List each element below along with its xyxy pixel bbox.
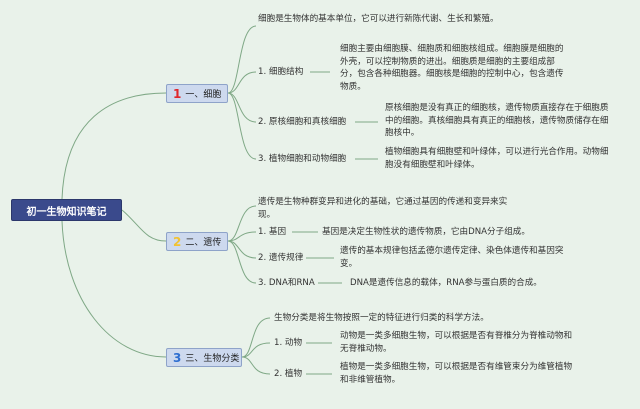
item-text: DNA是遗传信息的载体，RNA参与蛋白质的合成。: [350, 278, 542, 288]
topic-cell[interactable]: 1 一、细胞: [166, 84, 228, 103]
item-label: 2. 植物: [274, 369, 303, 379]
item-label: 3. 植物细胞和动物细胞: [258, 154, 347, 164]
topic-label: 二、遗传: [185, 238, 222, 248]
item-label: 2. 遗传规律: [258, 253, 304, 263]
item-label: 1. 基因: [258, 227, 287, 237]
item-label: 1. 细胞结构: [258, 67, 304, 77]
item-label: 3. DNA和RNA: [258, 278, 315, 288]
topic-label: 一、细胞: [185, 90, 222, 100]
topic-number: 1: [173, 86, 182, 101]
item-text: 原核细胞是没有真正的细胞核，遗传物质直接存在于细胞质中的细胞。真核细胞具有真正的…: [385, 103, 609, 138]
item-text: 植物是一类多细胞生物，可以根据是否有维管束分为维管植物和非维管植物。: [340, 362, 573, 385]
item-label: 1. 动物: [274, 338, 303, 348]
topic-intro: 细胞是生物体的基本单位，它可以进行新陈代谢、生长和繁殖。: [258, 14, 499, 24]
topic-classification[interactable]: 3 三、生物分类: [166, 348, 242, 367]
item-text: 细胞主要由细胞膜、细胞质和细胞核组成。细胞膜是细胞的外壳，可以控制物质的进出。细…: [340, 44, 564, 92]
topic-intro: 生物分类是将生物按照一定的特征进行归类的科学方法。: [274, 313, 489, 323]
topic-label: 三、生物分类: [185, 354, 240, 364]
item-text: 遗传的基本规律包括孟德尔遗传定律、染色体遗传和基因突变。: [340, 246, 564, 269]
item-text: 动物是一类多细胞生物，可以根据是否有脊椎分为脊椎动物和无脊椎动物。: [340, 331, 573, 354]
item-text: 基因是决定生物性状的遗传物质，它由DNA分子组成。: [322, 227, 530, 237]
root-node[interactable]: 初一生物知识笔记: [11, 199, 122, 221]
item-text: 植物细胞具有细胞壁和叶绿体，可以进行光合作用。动物细胞没有细胞壁和叶绿体。: [385, 147, 609, 170]
topic-number: 3: [173, 350, 182, 365]
topic-number: 2: [173, 234, 182, 249]
root-title: 初一生物知识笔记: [26, 206, 107, 218]
item-label: 2. 原核细胞和真核细胞: [258, 117, 347, 127]
topic-heredity[interactable]: 2 二、遗传: [166, 232, 228, 251]
topic-intro: 遗传是生物种群变异和进化的基础，它通过基因的传递和变异来实现。: [258, 197, 508, 220]
